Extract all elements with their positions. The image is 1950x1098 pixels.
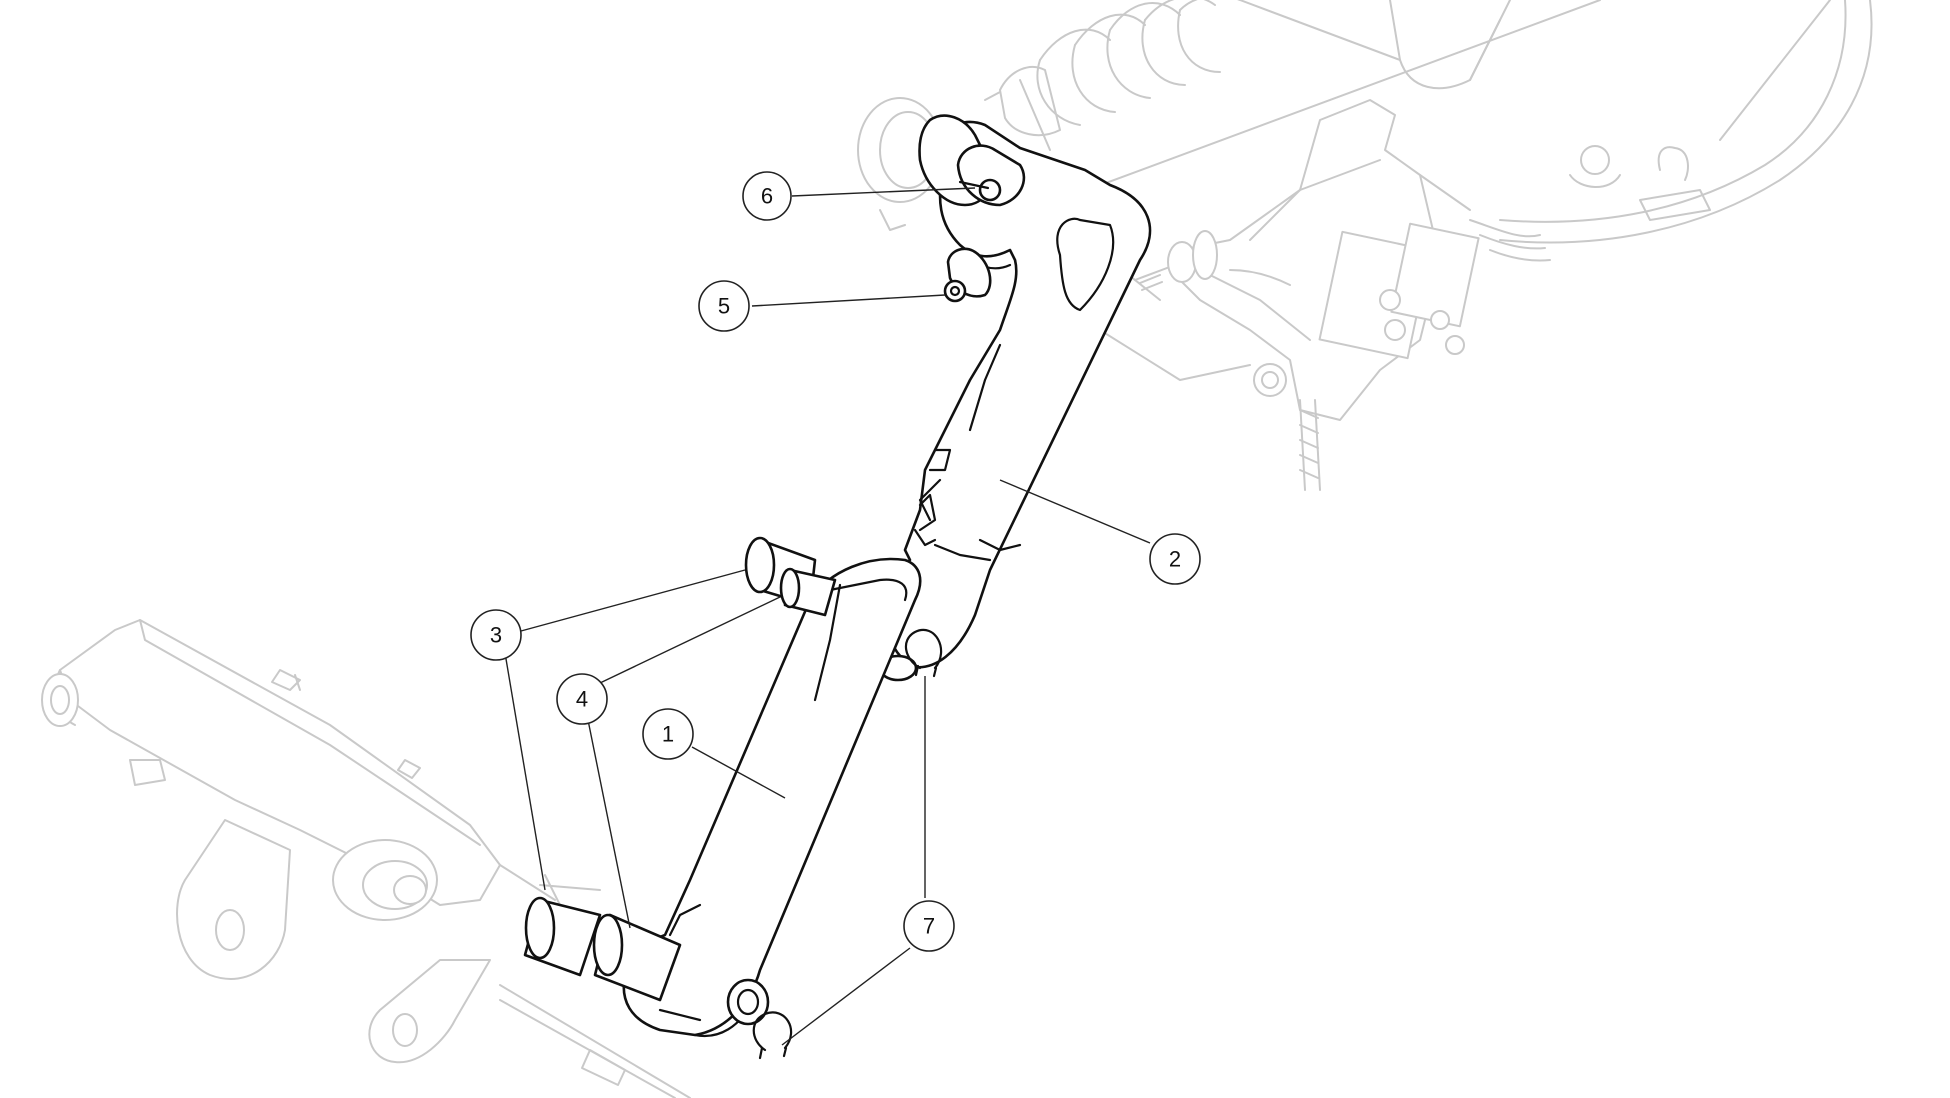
leader-5 xyxy=(751,294,946,307)
part-5-bushing xyxy=(943,279,967,303)
frame-tube-right xyxy=(1059,0,1873,381)
callout-7-label: 7 xyxy=(923,914,935,939)
callout-2: 2 xyxy=(1149,533,1201,585)
part-3-4-upper-pin xyxy=(744,536,837,617)
background-context xyxy=(41,0,1873,1098)
lower-frame-bracket xyxy=(41,619,691,1098)
leader-3b xyxy=(504,652,546,891)
leader-2 xyxy=(999,479,1151,544)
callout-5-label: 5 xyxy=(718,294,730,319)
switch-bracket xyxy=(1169,99,1711,491)
leader-6 xyxy=(791,187,976,197)
callout-6-label: 6 xyxy=(761,184,773,209)
leader-4a xyxy=(599,596,781,684)
part-6-bushing xyxy=(958,178,1002,202)
leader-1 xyxy=(691,746,786,799)
leader-4b xyxy=(587,719,631,929)
part-2-upper-lever xyxy=(878,120,1152,682)
part-7-retaining-clips xyxy=(752,628,943,1060)
callout-3: 3 xyxy=(470,609,522,661)
part-3-4-lower-pin xyxy=(523,896,682,1002)
callout-3-label: 3 xyxy=(490,623,502,648)
callout-4-label: 4 xyxy=(576,687,588,712)
callout-2-label: 2 xyxy=(1169,547,1181,572)
leader-7b xyxy=(781,947,911,1046)
callouts: 6 5 2 3 4 1 7 xyxy=(470,171,1201,952)
upper-pivot-bolt xyxy=(1134,230,1218,291)
shock-absorber-bellows xyxy=(999,0,1511,151)
leader-lines xyxy=(504,187,1151,1046)
callout-1-label: 1 xyxy=(662,722,674,747)
callout-5: 5 xyxy=(698,280,750,332)
callout-6: 6 xyxy=(742,171,792,221)
callout-4: 4 xyxy=(556,673,608,725)
callout-7: 7 xyxy=(903,900,955,952)
callout-1: 1 xyxy=(642,708,694,760)
leader-3a xyxy=(520,569,746,632)
